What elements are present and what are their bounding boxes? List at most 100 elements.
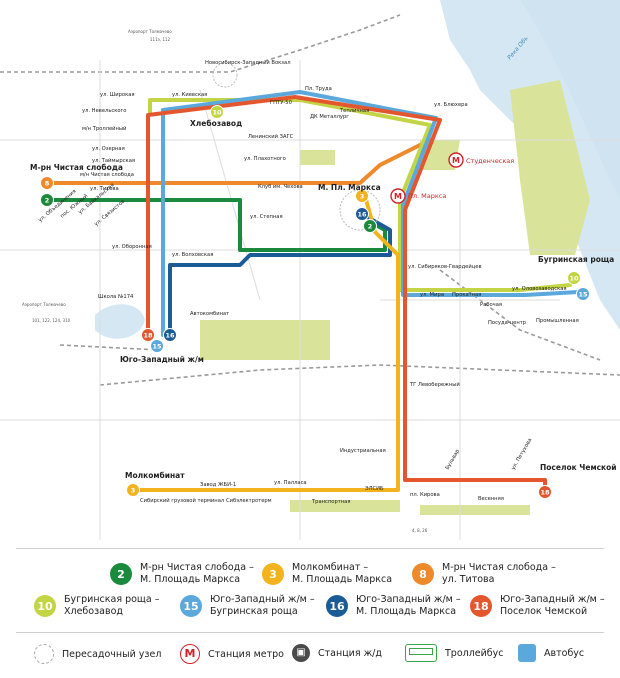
stop-label: Весенняя — [478, 496, 504, 502]
legend-route-to: М. Площадь Маркса — [292, 574, 393, 585]
stop-label: ул. Киевская — [172, 92, 207, 98]
stop-label: Завод ЖБИ-1 — [200, 482, 236, 488]
rail-station-icon: ▣ — [292, 644, 310, 662]
terminus-badge-3 — [126, 483, 140, 497]
route-badge: 16 — [326, 595, 348, 617]
district-marks: М. Пл. Маркса — [318, 183, 381, 192]
stop-label: ул. Сибиряков-Гвардейцев — [408, 263, 482, 270]
metro-markers: М М — [390, 152, 464, 204]
legend-route-to: Хлебозавод — [64, 606, 123, 617]
route-badge: 18 — [470, 595, 492, 617]
terminus-badge-3 — [355, 189, 369, 203]
legend-route-from: Юго-Западный ж/м – — [356, 594, 461, 605]
bus-left-label: 101, 122, 124, 310 — [32, 318, 71, 323]
svg-text:М: М — [394, 192, 402, 201]
trolley-tag-label: 4, 8, 26 — [412, 528, 428, 533]
terminus-badge-18 — [141, 328, 155, 342]
route-2-line — [45, 198, 387, 252]
district-yugozap: Юго-Западный ж/м — [120, 355, 204, 364]
legend-bus-text: Автобус — [544, 647, 585, 659]
stop-label: м/н Троллейный — [82, 125, 126, 132]
terminus-badge-number: 18 — [540, 489, 550, 497]
legend-route-text: М-рн Чистая слобода –М. Площадь Маркса — [140, 562, 254, 586]
district-chistaya: М-рн Чистая слобода — [30, 163, 123, 172]
stop-label: Автокомбинат — [190, 311, 229, 317]
bus-icon — [518, 644, 536, 662]
stop-label: Транспортная — [311, 499, 350, 505]
legend-rail-text: Станция ж/д — [318, 647, 382, 659]
legend-route-from: Молкомбинат – — [292, 562, 369, 573]
legend-route-text: Юго-Западный ж/м –М. Площадь Маркса — [356, 594, 461, 618]
terminus-badge-15 — [150, 339, 164, 353]
legend-route-15: 15 Юго-Западный ж/м –Бугринская роща — [180, 594, 315, 618]
terminus-badge-number: 18 — [143, 332, 153, 340]
terminus-badge-2 — [40, 193, 54, 207]
legend-metro-text: Станция метро — [208, 648, 284, 660]
terminus-badge-10 — [210, 105, 224, 119]
legend-bus: Автобус — [518, 644, 584, 662]
metro-icon: М — [180, 644, 200, 664]
metro-label-student: Студенческая — [466, 157, 514, 165]
district-chemskoy: Поселок Чемской — [540, 463, 617, 472]
transfer-nodes — [212, 62, 381, 231]
terminus-badge-number: 15 — [578, 291, 588, 299]
legend-route-16: 16 Юго-Западный ж/м –М. Площадь Маркса — [326, 594, 461, 618]
legend-route-text: Бугринская роща –Хлебозавод — [64, 594, 159, 618]
legend-route-to: Бугринская роща — [210, 606, 298, 617]
stop-label: ул. Степная — [250, 214, 283, 220]
metro-icon: М — [390, 188, 406, 204]
stop-label: ул. Оловозаводская — [512, 286, 567, 292]
terminus-badge-16 — [163, 328, 177, 342]
terminus-badge-number: 10 — [569, 275, 579, 283]
legend-divider-top — [16, 548, 604, 549]
street-layer — [0, 60, 620, 540]
terminus-badge-number: 10 — [212, 109, 222, 117]
metro-icon: М — [448, 152, 464, 168]
route-16-line — [168, 212, 392, 337]
terminus-badge-number: 16 — [165, 332, 175, 340]
stop-label: ул. Блюхера — [434, 102, 468, 108]
route-18-line — [146, 95, 547, 492]
stop-label: ул. Палласа — [274, 480, 307, 486]
stop-label: Сибэлектротерм — [226, 498, 272, 504]
legend-route-10: 10 Бугринская роща –Хлебозавод — [34, 594, 159, 618]
route-badge: 15 — [180, 595, 202, 617]
park-south — [200, 320, 330, 360]
stop-label: ГПТУ-50 — [270, 100, 292, 106]
district-bugrinskaya: Бугринская роща — [538, 255, 614, 264]
legend-route-text: Молкомбинат –М. Площадь Маркса — [292, 562, 392, 586]
stop-label: ул. Волховская — [172, 252, 213, 258]
stop-label: ул. Озерная — [92, 146, 125, 152]
stop-label: ул. Плахотного — [244, 156, 286, 162]
stop-label: ул. Широкая — [100, 92, 135, 98]
stop-label: ЭЛСИБ — [365, 486, 384, 492]
route-8-line — [45, 138, 432, 185]
route-10-line — [148, 98, 572, 292]
railway-layer — [0, 14, 620, 386]
stop-label: Посуда-центр — [488, 320, 527, 326]
route-badge: 10 — [34, 595, 56, 617]
stop-label: Индустриальная — [340, 448, 386, 454]
legend-divider-bottom — [16, 632, 604, 633]
terminus-badge-number: 3 — [360, 193, 365, 201]
legend-route-text: М-рн Чистая слобода –ул. Титова — [442, 562, 556, 586]
stop-label: ул. Петухова — [511, 437, 534, 471]
district-molkombinat: Молкомбинат — [125, 471, 185, 480]
legend-trolley: Троллейбус — [405, 644, 504, 662]
legend-route-from: Юго-Западный ж/м – — [210, 594, 315, 605]
terminus-badge-8 — [40, 176, 54, 190]
stop-label: ул. Мира — [420, 292, 444, 298]
stop-label: м/н Чистая слобода — [80, 172, 134, 178]
stop-label: ул. Оборонная — [112, 244, 152, 250]
terminus-badge-10 — [567, 271, 581, 285]
stop-label: Рабочая — [480, 302, 502, 308]
stop-label: Школа №174 — [98, 294, 134, 300]
stop-label: Сибирский грузовой терминал — [140, 497, 224, 504]
legend-route-from: Юго-Западный ж/м – — [500, 594, 605, 605]
legend-transfer: Пересадочный узел — [34, 644, 161, 664]
